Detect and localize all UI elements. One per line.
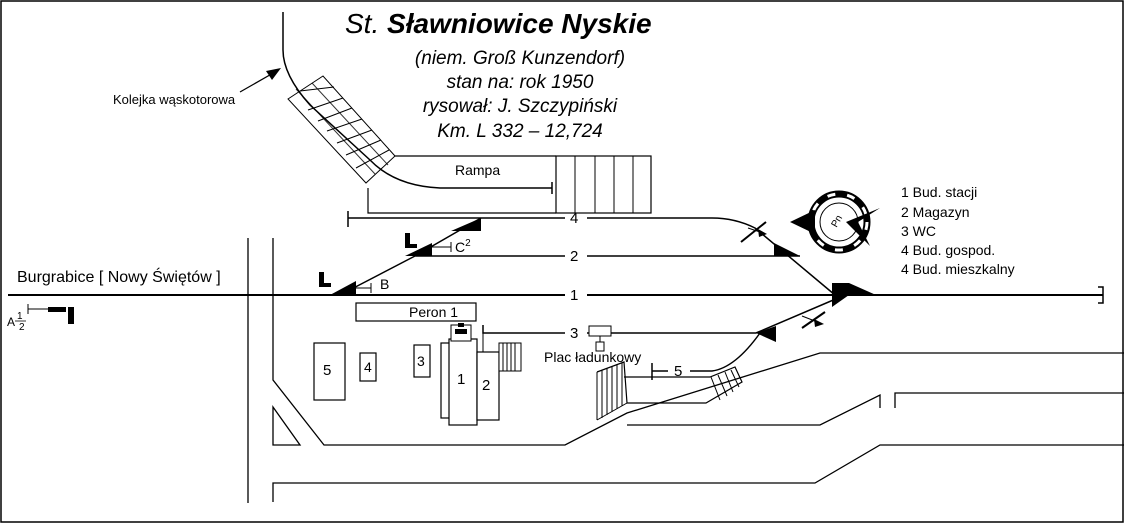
loading-yard-label: Plac ładunkowy [544, 349, 641, 365]
switch-frog [451, 218, 481, 231]
building-1-label: 1 [457, 371, 465, 388]
building-5 [313, 342, 346, 401]
switch-frog [832, 283, 876, 295]
building-2 [476, 333, 522, 421]
signal-a [27, 304, 74, 324]
track-2-label: 2 [570, 248, 578, 265]
legend-item: 1 Bud. stacji [901, 184, 977, 200]
building-3-label: 3 [417, 353, 425, 369]
switch-frog [832, 295, 849, 307]
switch-frog [756, 326, 776, 342]
title-author: rysował: J. Szczypiński [423, 96, 618, 117]
station-title: St. Sławniowice Nyskie [345, 8, 652, 39]
direction-west-label: Burgrabice [ Nowy Świętów ] [17, 267, 221, 286]
station-title-name: Sławniowice Nyskie [387, 8, 652, 39]
compass-icon [790, 190, 880, 254]
track-1-label: 1 [570, 287, 578, 304]
track-3-label: 3 [570, 325, 578, 342]
switch-frog [405, 243, 432, 256]
narrow-gauge-line [282, 12, 553, 194]
signal-a-numerator: 1 [17, 311, 23, 322]
building-1 [440, 323, 478, 426]
derailer-track-4 [740, 221, 767, 243]
building-2-label: 2 [482, 377, 490, 394]
title-state-year: stan na: rok 1950 [447, 72, 594, 93]
signal-b [319, 272, 372, 293]
building-4 [359, 352, 377, 382]
loading-ramp-5 [596, 361, 743, 421]
track-3 [482, 294, 846, 334]
track-4-label: 4 [570, 210, 578, 227]
building-5-label: 5 [323, 362, 331, 379]
signal-a-denominator: 2 [19, 322, 25, 333]
signal-b-label: B [380, 276, 389, 292]
legend-item: 3 WC [901, 223, 936, 239]
title-german-name: (niem. Groß Kunzendorf) [415, 48, 625, 69]
title-kilometer: Km. L 332 – 12,724 [437, 121, 603, 142]
loading-yard-scale [588, 325, 612, 352]
legend: 1 Bud. stacji 2 Magazyn 3 WC 4 Bud. gosp… [901, 184, 1015, 277]
track-5 [651, 332, 761, 380]
narrow-gauge-label: Kolejka wąskotorowa [113, 92, 236, 107]
compass-label: Pn [830, 213, 846, 229]
road-outlines [247, 238, 1124, 503]
platform-label: Peron 1 [409, 304, 458, 320]
station-title-prefix: St. [345, 8, 387, 39]
ramp-outline [367, 155, 652, 214]
derailer-track-3 [801, 311, 826, 329]
building-3 [413, 344, 431, 378]
track-5-label: 5 [674, 363, 682, 380]
track-4 [347, 211, 836, 296]
signal-c-letter: C [455, 239, 465, 255]
building-4-label: 4 [364, 359, 372, 375]
signal-c2 [405, 233, 452, 252]
switch-frog [330, 281, 356, 295]
switch-frog [774, 243, 800, 256]
signal-c-superscript: 2 [465, 238, 471, 249]
narrow-gauge-arrow [239, 68, 281, 93]
signal-a-label: A [7, 315, 15, 329]
legend-item: 4 Bud. gospod. [901, 242, 995, 258]
signal-c-label: C2 [455, 238, 471, 255]
legend-item: 4 Bud. mieszkalny [901, 261, 1015, 277]
ramp-label: Rampa [455, 162, 500, 178]
legend-item: 2 Magazyn [901, 204, 969, 220]
